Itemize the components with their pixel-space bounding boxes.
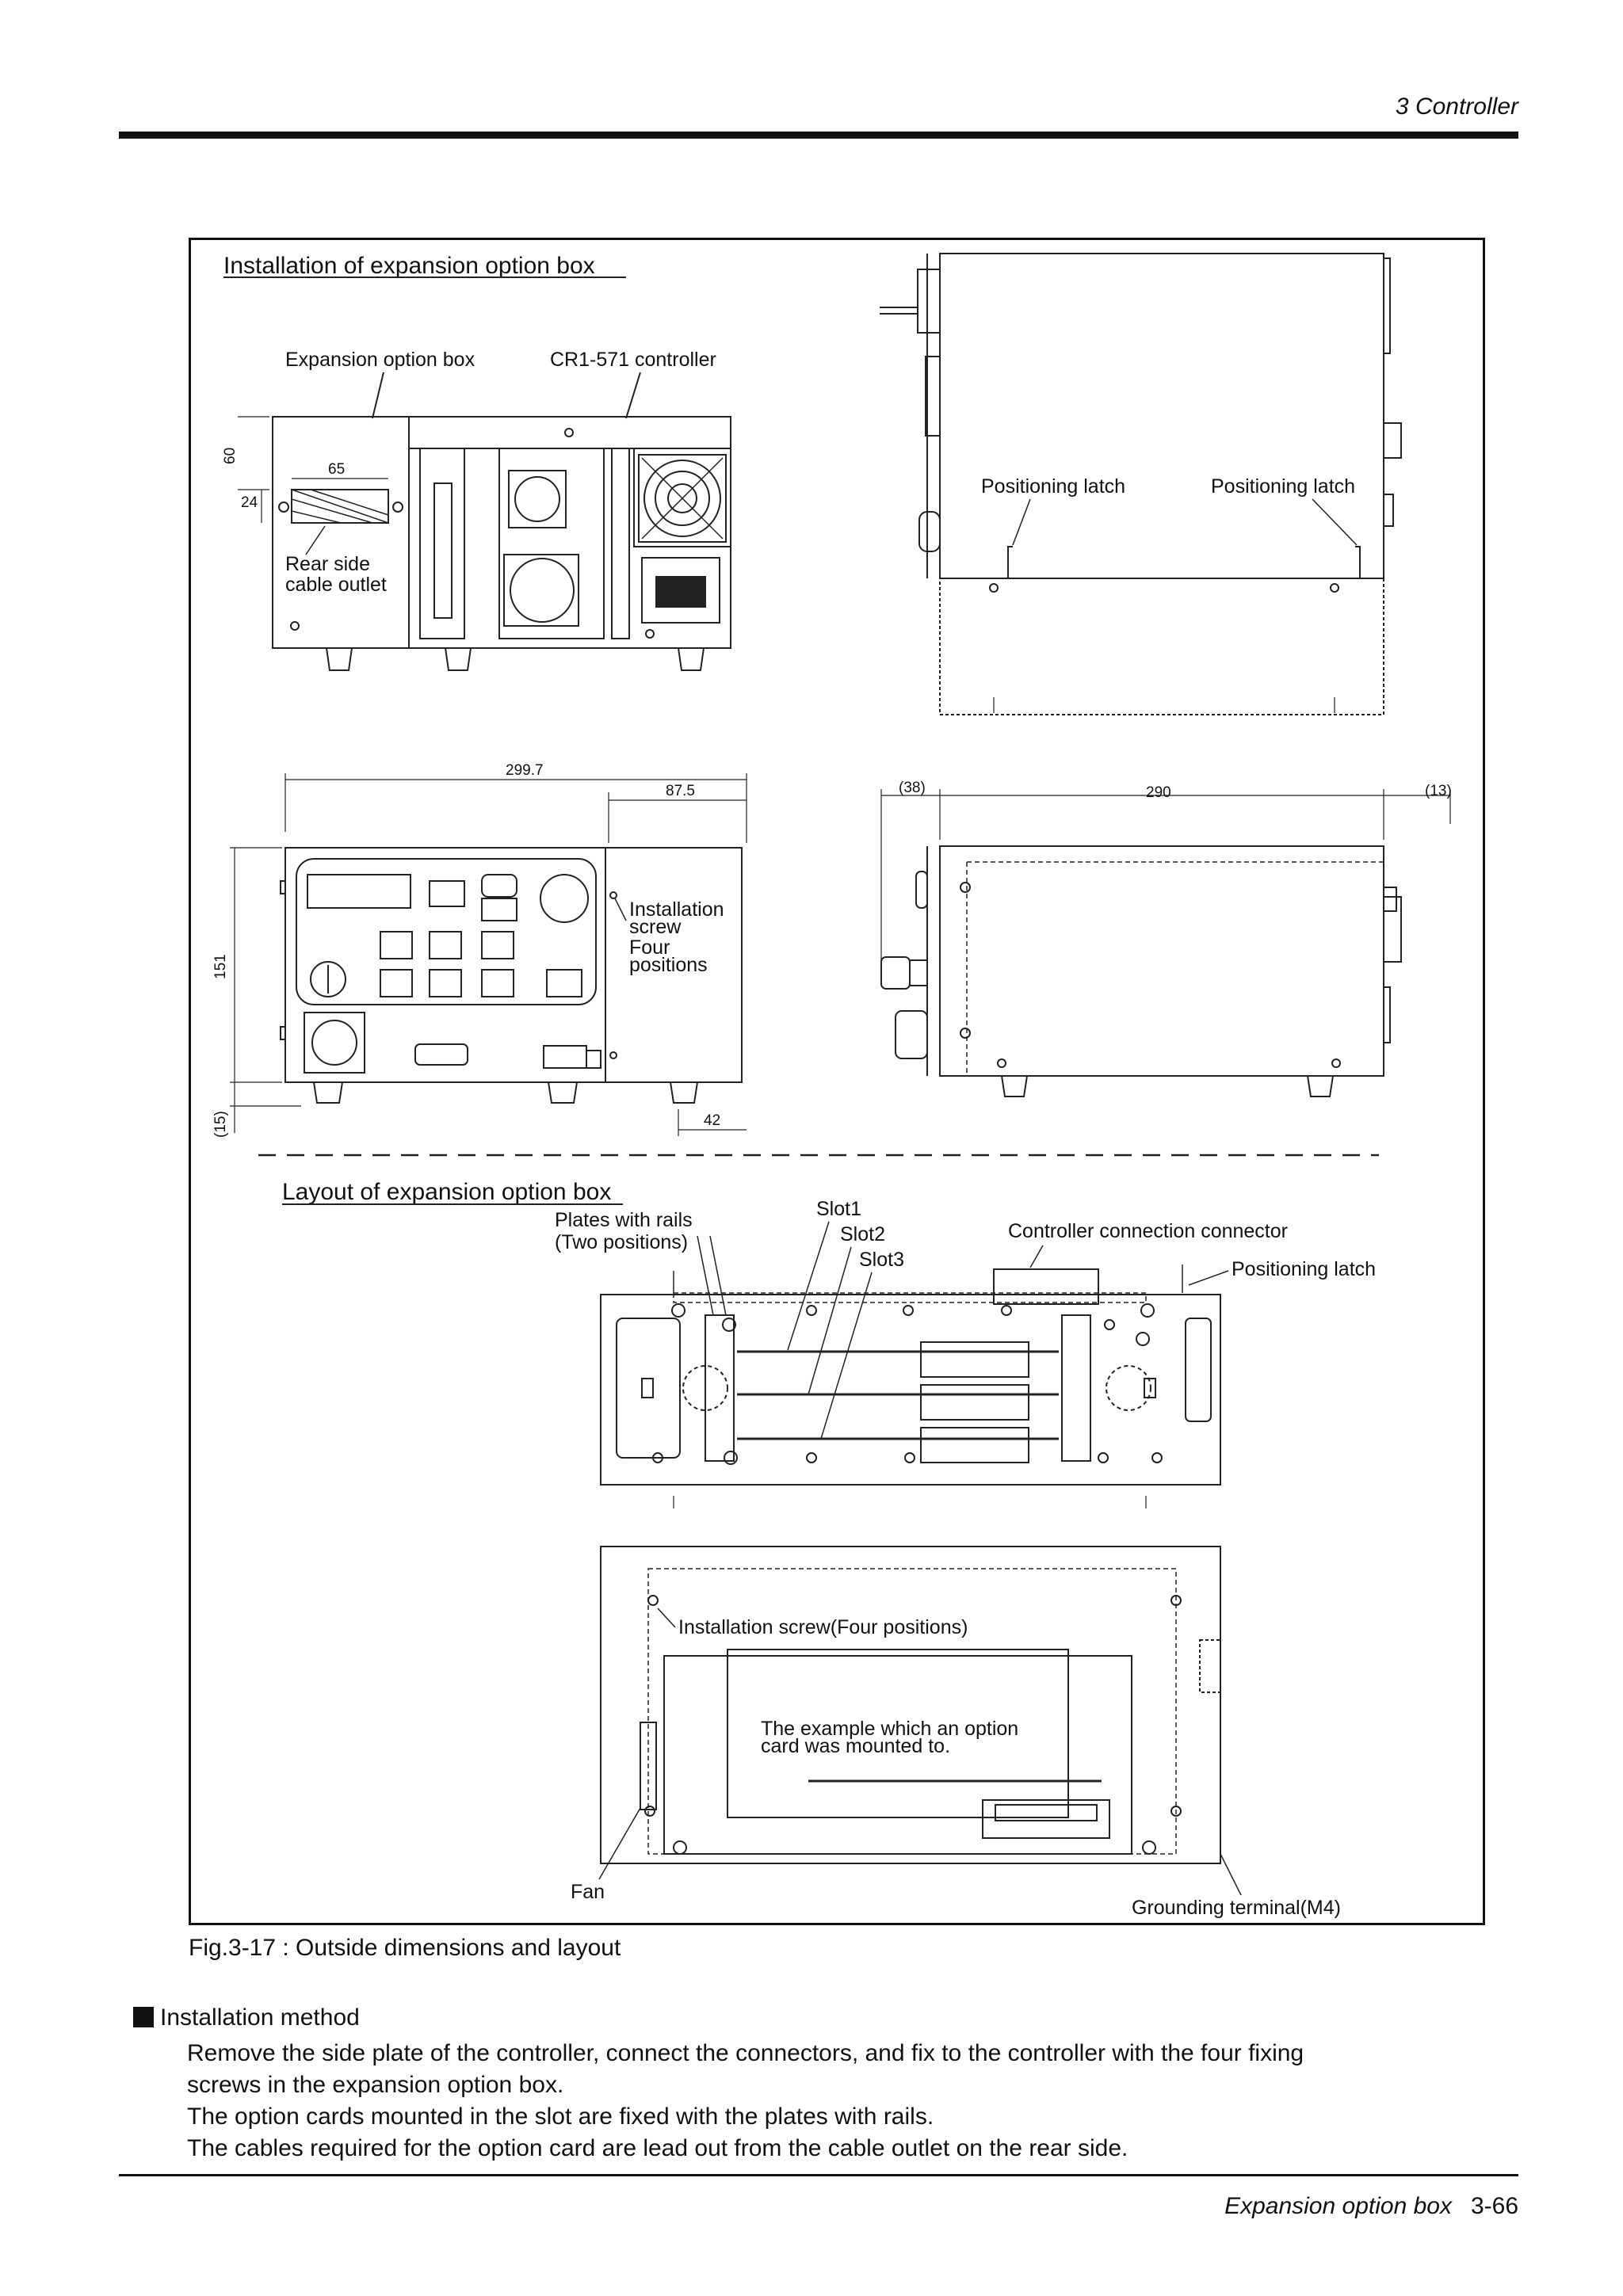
- install-screw-line4: positions: [629, 954, 708, 976]
- dim-38: (38): [899, 780, 926, 796]
- install-screw-line2: screw: [629, 916, 682, 938]
- footer-section: Expansion option box: [1224, 2193, 1452, 2219]
- dim-151: 151: [212, 954, 229, 979]
- plates-line1: Plates with rails: [555, 1209, 693, 1231]
- expansion-box-label: Expansion option box: [285, 349, 475, 371]
- slot2-label: Slot2: [840, 1223, 885, 1245]
- dim-290: 290: [1146, 784, 1171, 801]
- layout-title: Layout of expansion option box: [282, 1179, 611, 1205]
- chapter-header: 3 Controller: [1395, 93, 1518, 120]
- page-number: 3-66: [1470, 2193, 1518, 2219]
- body-line-2: screws in the expansion option box.: [187, 2072, 564, 2098]
- page-footer: Expansion option box 3-66: [1224, 2193, 1518, 2220]
- slot1-label: Slot1: [816, 1198, 861, 1220]
- body-line-4: The cables required for the option card …: [187, 2135, 1128, 2161]
- example-line2: card was mounted to.: [761, 1735, 950, 1757]
- install-screw-line1: Installation: [629, 898, 724, 921]
- positioning-latch-layout-label: Positioning latch: [1232, 1258, 1376, 1280]
- positioning-latch-left-label: Positioning latch: [981, 475, 1125, 498]
- section-title: Installation method: [160, 2004, 360, 2031]
- header-rule: [119, 132, 1518, 139]
- plates-line2: (Two positions): [555, 1231, 688, 1253]
- install-screw-line3: Four: [629, 936, 670, 959]
- footer-rule: [119, 2174, 1518, 2176]
- positioning-latch-right-label: Positioning latch: [1211, 475, 1355, 498]
- figure-frame: [189, 238, 1485, 1925]
- dim-65: 65: [328, 461, 345, 478]
- dim-13: (13): [1425, 783, 1452, 799]
- grounding-label: Grounding terminal(M4): [1132, 1897, 1341, 1919]
- section-heading: Installation method: [133, 2004, 360, 2031]
- controller-label: CR1-571 controller: [550, 349, 716, 371]
- slot3-label: Slot3: [859, 1249, 904, 1271]
- dim-15: (15): [212, 1111, 229, 1138]
- example-line1: The example which an option: [761, 1718, 1018, 1740]
- install-title: Installation of expansion option box: [223, 253, 595, 279]
- dim-299-7: 299.7: [506, 762, 544, 779]
- dim-42: 42: [704, 1112, 720, 1129]
- fan-label: Fan: [571, 1881, 605, 1903]
- rear-outlet-line1: Rear side: [285, 553, 370, 575]
- dim-87-5: 87.5: [666, 783, 695, 799]
- install-screw-four-label: Installation screw(Four positions): [678, 1616, 968, 1638]
- figure-caption: Fig.3-17 : Outside dimensions and layout: [189, 1935, 621, 1961]
- rear-outlet-line2: cable outlet: [285, 574, 387, 596]
- dim-60: 60: [222, 448, 239, 464]
- dim-24: 24: [241, 494, 258, 511]
- black-square-bullet-icon: [133, 2007, 154, 2027]
- body-line-1: Remove the side plate of the controller,…: [187, 2040, 1304, 2066]
- body-line-3: The option cards mounted in the slot are…: [187, 2103, 934, 2130]
- controller-connector-label: Controller connection connector: [1008, 1220, 1288, 1242]
